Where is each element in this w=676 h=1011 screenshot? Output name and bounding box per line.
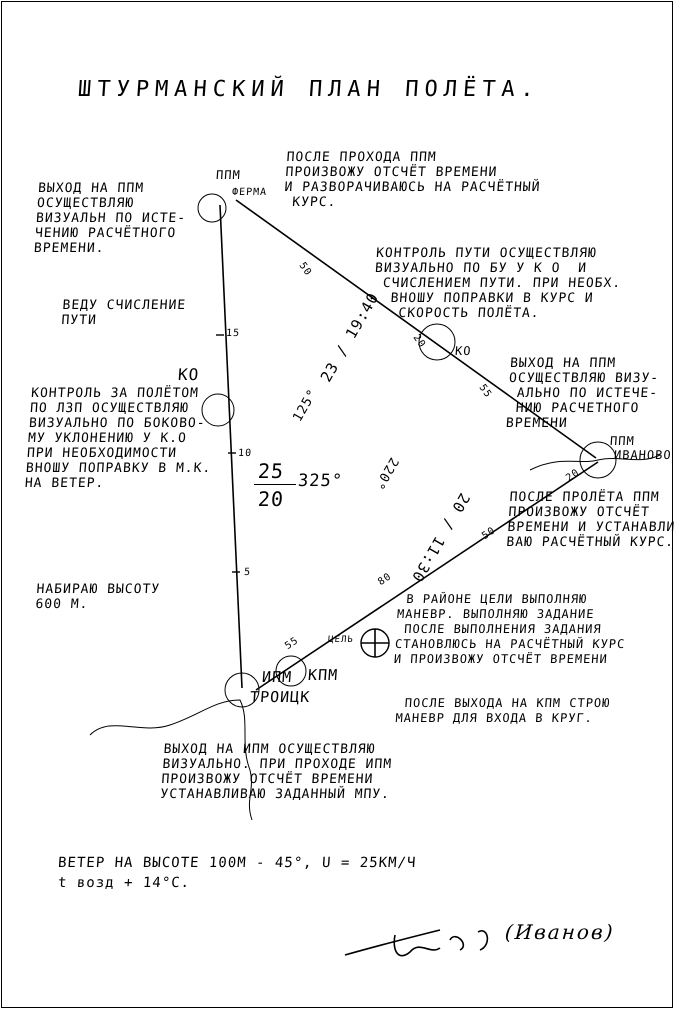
- leg-ppm1-ppm2: [235, 199, 597, 459]
- ko1-circle: [201, 393, 235, 427]
- ko2-circle: [418, 323, 456, 361]
- note-exit-ipm: ВЫХОД НА ИПМ ОСУЩЕСТВЛЯЮ ВИЗУАЛЬНО. ПРИ …: [159, 742, 393, 802]
- target-label: ЦЕЛЬ: [327, 635, 355, 645]
- note-flight-control: КОНТРОЛЬ ЗА ПОЛЁТОМ ПО ЛЗП ОСУЩЕСТВЛЯЮ В…: [24, 386, 212, 491]
- page-title: ШТУРМАНСКИЙ ПЛАН ПОЛЁТА.: [77, 77, 541, 102]
- leg1-mark-15: 15: [225, 328, 241, 339]
- air-temperature: t возд + 14°С.: [57, 875, 191, 891]
- leg1-mark-5: 5: [243, 567, 252, 578]
- kpm-circle: [275, 655, 307, 687]
- leg-ppm2-ipm: [255, 461, 599, 691]
- kpm-label: КПМ: [307, 666, 339, 684]
- ko2-label: КО: [454, 344, 472, 358]
- river: [89, 699, 253, 821]
- note-after-ppm2: ПОСЛЕ ПРОЛЁТА ППМ ПРОИЗВОЖУ ОТСЧЁТ ВРЕМЕ…: [505, 490, 676, 550]
- leg1-fraction-bottom: 20: [257, 487, 285, 511]
- note-climb: НАБИРАЮ ВЫСОТУ 600 М.: [34, 582, 161, 612]
- leg-ipm-ppm1: [219, 204, 243, 689]
- note-exit-ppm2: ВЫХОД НА ППМ ОСУЩЕСТВЛЯЮ ВИЗУ- АЛЬНО ПО …: [505, 356, 660, 431]
- leg1-fraction-top: 25: [257, 459, 285, 483]
- ppm2-label: ППМ: [609, 434, 636, 448]
- ko1-label: КО: [177, 365, 200, 384]
- ppm1-name: ФЕРМА: [231, 187, 268, 198]
- note-path-control: КОНТРОЛЬ ПУТИ ОСУЩЕСТВЛЯЮ ВИЗУАЛЬНО ПО Б…: [371, 246, 622, 321]
- note-after-ppm1: ПОСЛЕ ПРОХОДА ППМ ПРОИЗВОЖУ ОТСЧЁТ ВРЕМЕ…: [282, 150, 541, 210]
- leg1-course: 325°: [297, 471, 344, 491]
- note-target-area: В РАЙОНЕ ЦЕЛИ ВЫПОЛНЯЮ МАНЕВР. ВЫПОЛНЯЮ …: [393, 592, 626, 666]
- ppm2-name: ИВАНОВО: [613, 448, 673, 462]
- wind-info: ВЕТЕР НА ВЫСОТЕ 100М - 45°, U = 25КМ/Ч: [57, 855, 417, 871]
- leg1-mark-10: 10: [237, 448, 253, 459]
- signature-name: (Иванов): [504, 920, 616, 944]
- ppm2-circle: [579, 441, 617, 479]
- ipm-circle: [224, 672, 260, 708]
- ipm-label: ИПМ: [261, 668, 293, 686]
- ipm-name: ТРОИЦК: [249, 688, 311, 706]
- note-dead-reckoning: ВЕДУ СЧИСЛЕНИЕ ПУТИ: [60, 298, 187, 328]
- note-after-kpm: ПОСЛЕ ВЫХОДА НА КПМ СТРОЮ МАНЕВР ДЛЯ ВХО…: [395, 696, 611, 725]
- ppm1-circle: [197, 193, 227, 223]
- fraction-bar: [254, 484, 296, 485]
- road: [529, 454, 661, 471]
- ppm1-label: ППМ: [215, 168, 242, 182]
- note-exit-ppm1: ВЫХОД НА ППМ ОСУЩЕСТВЛЯЮ ВИЗУАЛЬН ПО ИСТ…: [33, 181, 187, 256]
